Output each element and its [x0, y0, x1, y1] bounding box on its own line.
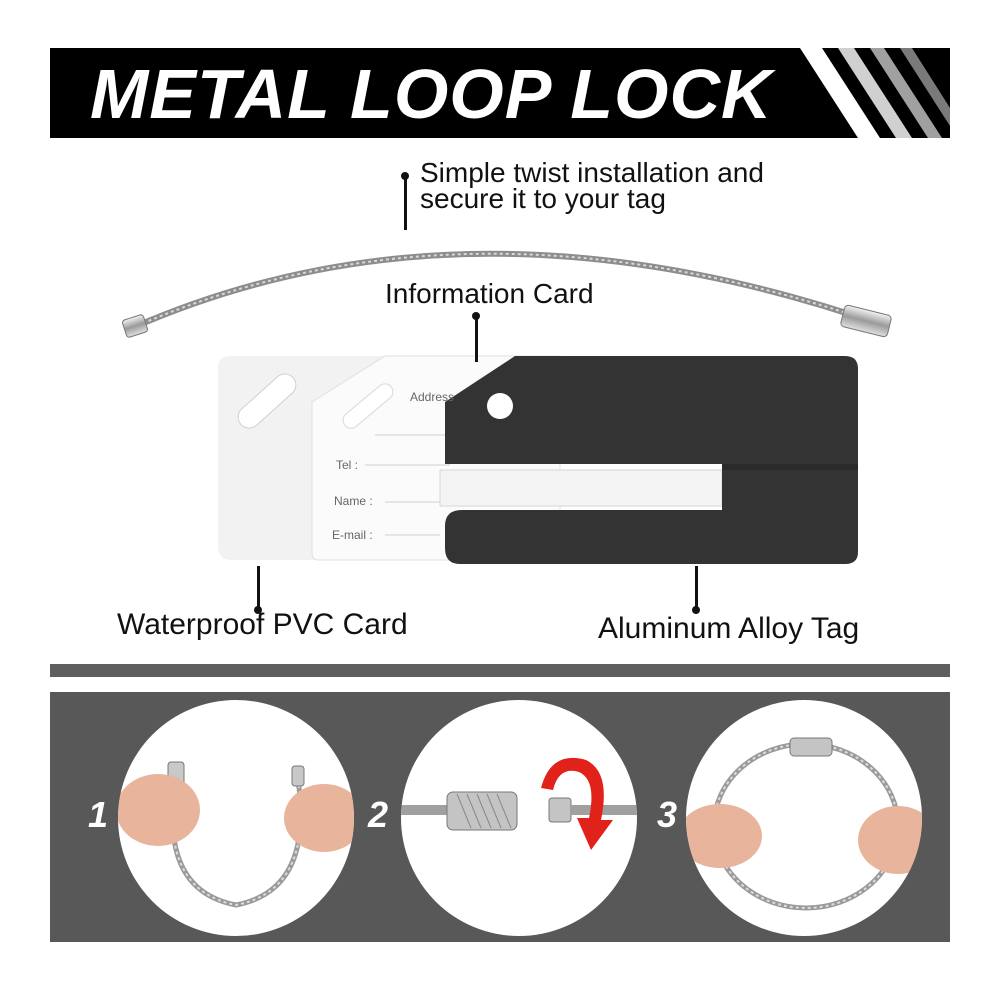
step-number-1: 1 [88, 794, 109, 835]
step-3-image [686, 700, 922, 936]
alloy-tag-bottom [445, 470, 858, 564]
step-1-image [118, 700, 354, 936]
cable-callout-text: Simple twist installation and secure it … [420, 157, 764, 214]
cable-callout-line [404, 176, 407, 230]
step-number-3: 3 [657, 794, 678, 835]
step-1-illustration [118, 761, 354, 908]
screw-lock-barrel [840, 304, 892, 338]
steps-panel: 1 2 3 [50, 692, 950, 942]
card-field-email: E-mail : [332, 528, 373, 542]
info-card-label: Information Card [385, 278, 594, 309]
card-field-address: Address [410, 390, 455, 404]
step-2-illustration [401, 757, 637, 850]
left-hand [686, 804, 762, 868]
alloy-tag-top [445, 356, 858, 464]
tag-hole [487, 393, 513, 419]
right-hand [858, 806, 922, 874]
wire-cable [122, 250, 892, 338]
alloy-tag-label: Aluminum Alloy Tag [598, 612, 860, 645]
step-3-illustration [686, 737, 922, 911]
step-number-2: 2 [368, 794, 389, 835]
banner-title: METAL LOOP LOCK [90, 55, 773, 133]
pvc-card-line [257, 566, 260, 610]
pvc-card-label: Waterproof PVC Card [117, 608, 408, 641]
cable-end-cap [122, 314, 148, 338]
header-banner: METAL LOOP LOCK [50, 48, 950, 138]
card-field-name: Name : [334, 494, 373, 508]
right-hand [284, 784, 354, 852]
cable-callout-line1: Simple twist installation and [420, 157, 764, 188]
stripes-decoration [800, 48, 950, 138]
product-illustration [122, 250, 892, 564]
info-card-line [475, 316, 478, 362]
cable-callout-line2: secure it to your tag [420, 183, 666, 214]
pvc-card-slot [237, 373, 297, 429]
card-field-tel: Tel : [336, 458, 359, 472]
pvc-card-dot [254, 606, 262, 614]
alloy-tag-dot [692, 606, 700, 614]
alloy-tag-line [695, 566, 698, 610]
left-hand [118, 774, 200, 846]
twist-arrow-icon [541, 757, 613, 850]
step-2-image [401, 700, 637, 936]
section-divider [50, 664, 950, 677]
